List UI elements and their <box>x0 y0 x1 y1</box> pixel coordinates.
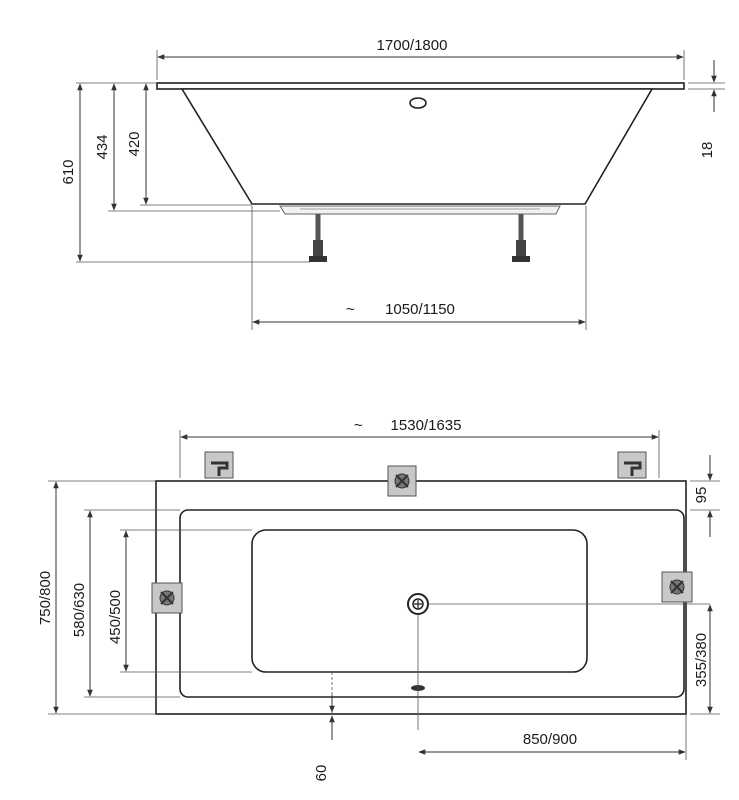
dim-overflow-offset: 60 <box>313 765 330 782</box>
approx-symbol-top: ~ <box>354 417 363 434</box>
tub-body <box>180 88 654 205</box>
bracket-top-right <box>617 451 647 479</box>
dim-rim-thickness: 18 <box>699 142 716 159</box>
leg-right <box>512 214 530 262</box>
bracket-top-left <box>204 451 234 479</box>
dim-height-420: 420 <box>126 131 143 156</box>
bracket-top-center <box>387 465 417 497</box>
side-view: 1700/1800 18 434 420 610 ~ 1050/1150 <box>60 37 725 330</box>
dim-inner-width: 580/630 <box>71 583 88 637</box>
top-view: ~ 1530/1635 95 750/800 580/630 450/500 3… <box>37 417 720 781</box>
leg-left <box>309 214 327 262</box>
base-frame <box>279 205 561 215</box>
approx-symbol: ~ <box>346 301 355 318</box>
tub-rim <box>156 82 685 90</box>
drain-icon <box>407 593 429 615</box>
dim-bottom-width: 450/500 <box>107 590 124 644</box>
bracket-left <box>151 582 183 614</box>
overflow-icon <box>409 97 427 109</box>
dim-inner-length: 1530/1635 <box>391 417 462 434</box>
dim-base-length: 1050/1150 <box>385 301 455 318</box>
dim-rim-width: 95 <box>693 487 710 504</box>
dim-drain-offset-x: 850/900 <box>523 731 577 748</box>
dim-drain-offset-y: 355/380 <box>693 633 710 687</box>
dim-overall-width: 750/800 <box>37 571 54 625</box>
bracket-right <box>661 571 693 603</box>
dim-height-434: 434 <box>94 134 111 159</box>
dim-height-610: 610 <box>60 159 77 184</box>
dim-overall-length: 1700/1800 <box>377 37 448 54</box>
